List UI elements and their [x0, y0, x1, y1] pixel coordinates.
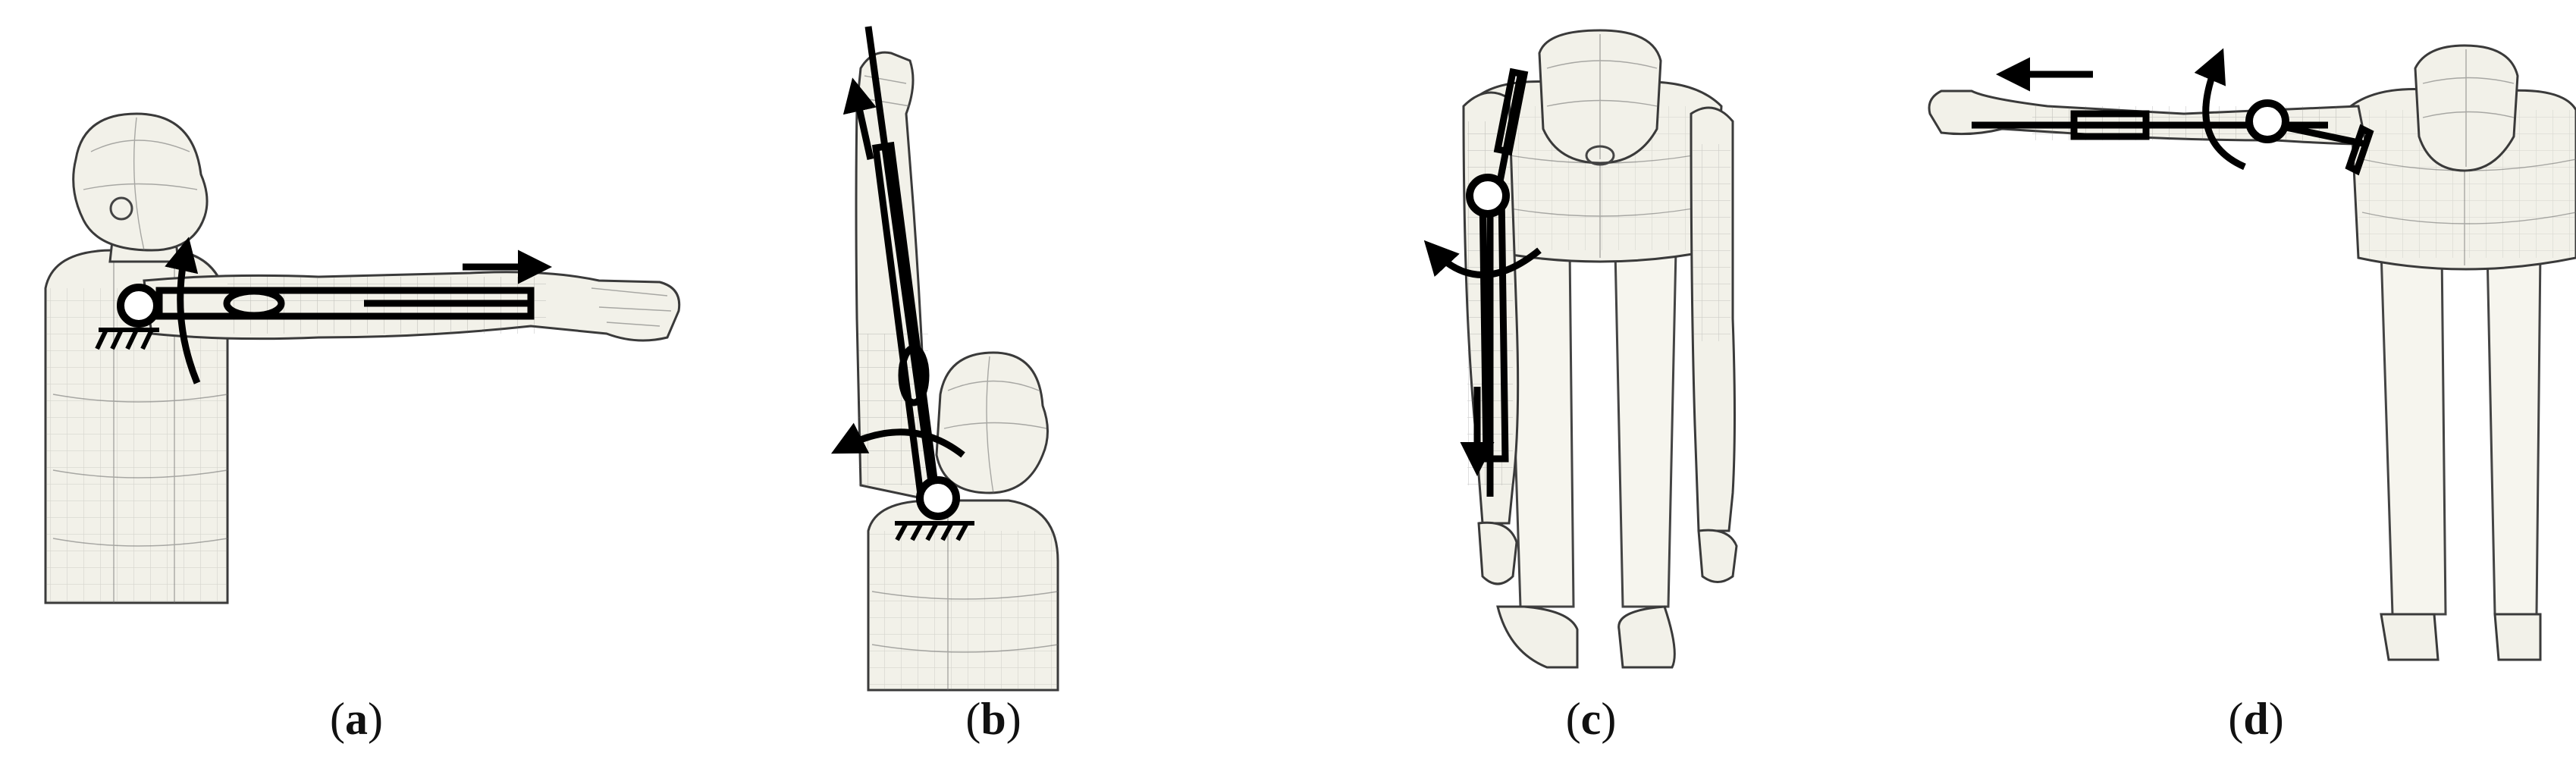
panel-a-caption: (a)	[330, 694, 383, 744]
panel-b-caption: (b)	[965, 694, 1021, 744]
panel-b-illustration	[830, 26, 1059, 692]
panel-d-caption: (d)	[2228, 694, 2284, 744]
panel-c-illustration	[1423, 29, 1738, 669]
panel-c-caption: (c)	[1565, 694, 1617, 744]
panel-a-illustration	[44, 112, 681, 604]
panel-d-illustration	[1928, 44, 2576, 661]
